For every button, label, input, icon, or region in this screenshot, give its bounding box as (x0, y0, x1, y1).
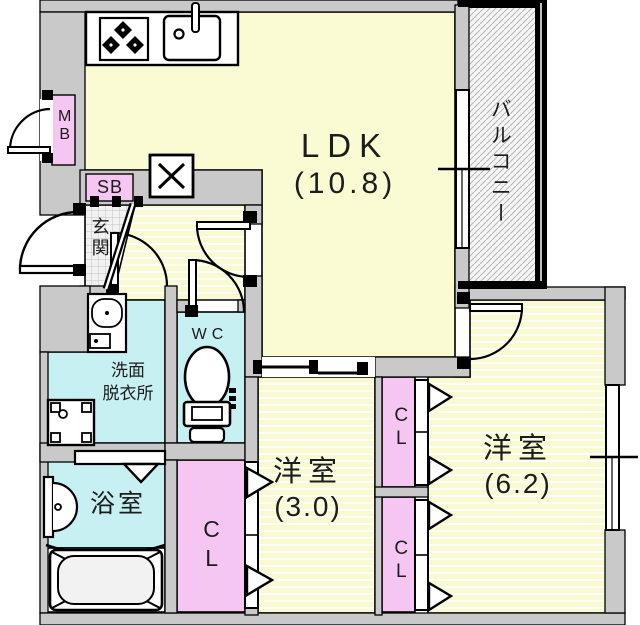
bathtub-icon (45, 543, 166, 612)
bedroom-large-area: (6.2) (484, 467, 552, 499)
bedroom-large-name: 洋室 (482, 433, 553, 465)
wc-door (185, 258, 246, 317)
room-label-ldk: LDK (10.8) (270, 126, 420, 202)
label-shoe-box: SB (96, 177, 123, 197)
window-ldk-balcony (438, 89, 490, 249)
room-label-bathroom: 浴室 (89, 490, 146, 518)
kitchen-counter (84, 2, 240, 67)
room-label-washroom: 洗面 脱衣所 (84, 360, 172, 406)
bath-counter-icon (42, 475, 79, 539)
washing-machine-pan-icon (46, 398, 96, 447)
room-label-bedroom-small: 洋室 (3.0) (248, 455, 368, 523)
washroom-name-line1: 洗面 (111, 361, 145, 380)
windows (438, 89, 638, 531)
gas-stove-icon (98, 16, 150, 62)
window-bedroom-large (590, 384, 638, 531)
range-vent-icon (148, 153, 195, 199)
room-label-balcony: バルコニー (488, 98, 512, 228)
meter-box-door (7, 90, 53, 163)
room-label-closet-mid-upper: CL (390, 405, 412, 451)
ldk-name: LDK (300, 127, 390, 164)
room-label-entrance: 玄関 (89, 217, 110, 259)
floor-bedroom-small (257, 376, 376, 614)
closet-mid-lower-folding-door (414, 499, 454, 613)
sliding-door (253, 357, 375, 377)
bedroom-large-door (457, 292, 524, 369)
doors (7, 90, 524, 613)
kitchen-sink-icon (162, 2, 222, 62)
walls (39, 0, 626, 625)
shoe-box-hinges (90, 196, 143, 207)
meter-box-opening (40, 99, 53, 161)
floor-closet-mid-lower (381, 496, 416, 613)
room-label-wc: WC (191, 326, 229, 343)
bedroom-small-name: 洋室 (272, 456, 343, 488)
label-meter-box: MB (56, 108, 74, 144)
closet-mid-upper-folding-door (414, 379, 454, 487)
toilet-icon (182, 345, 236, 444)
room-label-bedroom-large: 洋室 (6.2) (448, 432, 588, 500)
floor-hallway (110, 204, 246, 301)
washroom-name-line2: 脱衣所 (102, 383, 154, 403)
balcony-walls (458, 0, 547, 289)
ldk-area: (10.8) (293, 166, 397, 200)
bedroom-small-area: (3.0) (274, 490, 342, 522)
closet-hall-folding-door (244, 461, 275, 609)
bathroom-folding-door (73, 449, 167, 484)
room-label-closet-mid-lower: CL (390, 538, 412, 584)
entrance-door (18, 203, 86, 276)
ldk-door (195, 211, 257, 287)
entrance-step-line (102, 202, 137, 291)
room-label-closet-hall: CL (198, 516, 225, 574)
washbasin-icon (86, 292, 128, 354)
fixtures (42, 292, 236, 612)
